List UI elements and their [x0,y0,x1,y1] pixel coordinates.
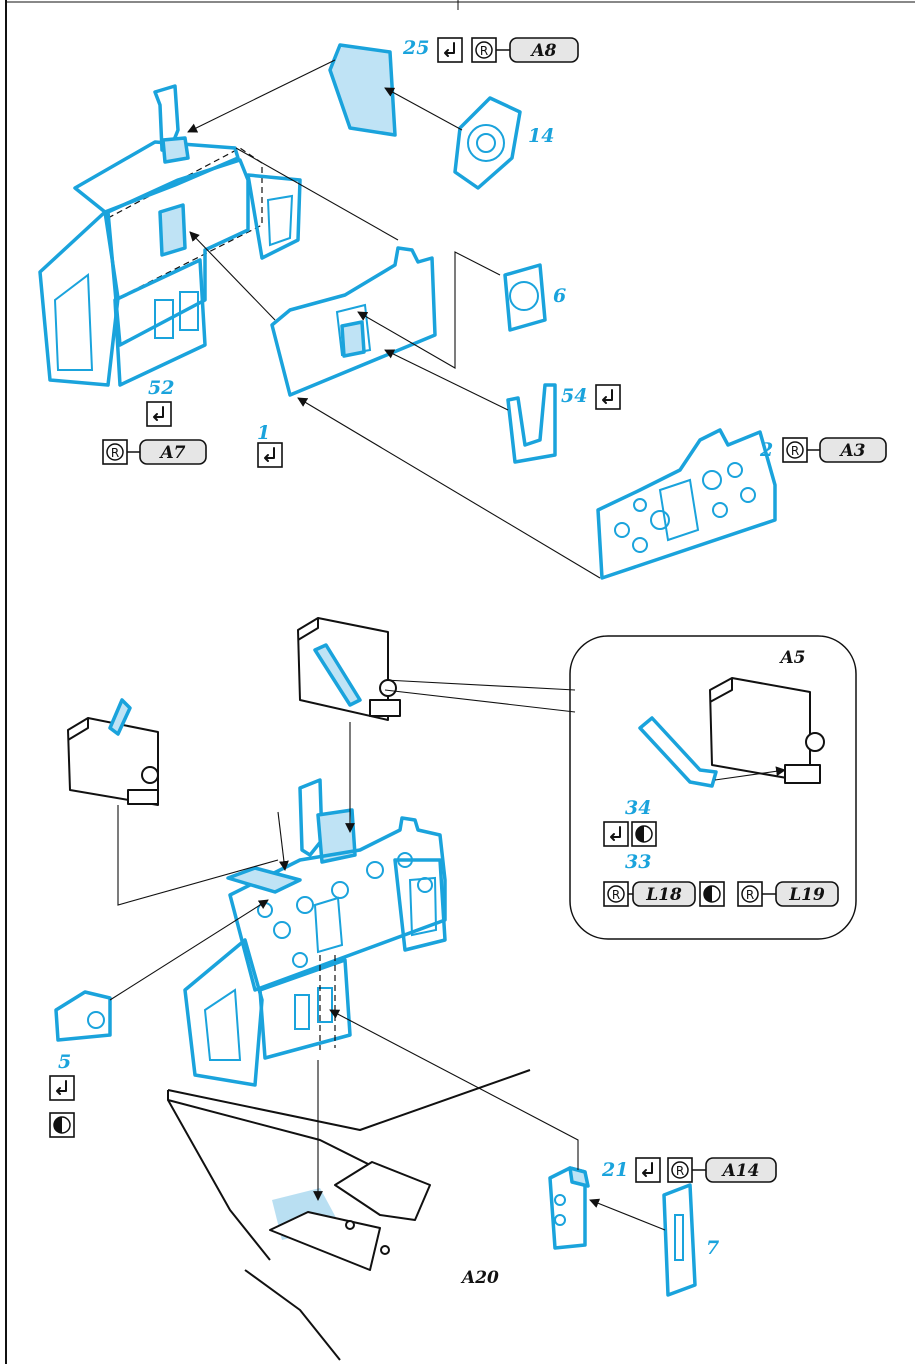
label-14: 14 [528,125,554,147]
top-assembly [38,84,302,387]
part-14-plate [453,96,522,190]
bend-arrow-icon [146,401,172,427]
ref-a14: A14 [721,1161,760,1181]
label-5: 5 [58,1051,71,1073]
part-6-gauge [503,263,547,332]
reverse-circle-icon: R [737,881,763,907]
inset-a5 [569,635,857,940]
label-33: 33 [625,851,651,873]
label-52: 52 [148,377,174,399]
ref-a8: A8 [529,41,556,61]
ref-a7: A7 [158,443,185,463]
reverse-circle-icon: R [102,439,128,465]
ref-a20: A20 [460,1268,499,1288]
part-1-panel [270,246,437,397]
part-2-panel [596,428,777,580]
ref-a3: A3 [838,441,865,461]
part-5-bracket [54,990,112,1042]
part-25-plate [328,43,397,137]
svg-text:R: R [111,446,119,460]
half-circle-icon [49,1112,75,1138]
label-7: 7 [706,1237,719,1259]
reverse-circle-icon: R [471,37,497,63]
half-circle-icon [631,821,657,847]
svg-text:R: R [612,888,620,902]
label-2: 2 [759,439,773,461]
svg-text:R: R [746,888,754,902]
floor-a20 [167,1069,531,1361]
reverse-circle-icon: R [603,881,629,907]
svg-text:R: R [480,44,488,58]
ref-a5: A5 [778,648,805,668]
label-25: 25 [402,37,429,59]
bend-arrow-icon [603,821,629,847]
reverse-circle-icon: R [667,1157,693,1183]
svg-text:R: R [791,444,799,458]
gun-box-upper [297,617,401,721]
bend-arrow-icon [595,384,621,410]
half-circle-icon [699,881,725,907]
part-7-plate [662,1183,697,1297]
bend-arrow-icon [49,1075,75,1101]
gun-box-left [67,698,159,806]
bend-arrow-icon [635,1157,661,1183]
part-54-bracket [506,383,557,464]
label-1: 1 [257,422,270,444]
bend-arrow-icon [257,442,283,468]
ref-l18: L18 [645,885,682,905]
label-21: 21 [601,1159,628,1181]
svg-text:R: R [676,1164,684,1178]
label-6: 6 [553,285,566,307]
label-54: 54 [561,385,587,407]
part-21-plate [548,1166,590,1250]
cockpit-lower [183,778,447,1087]
ref-l19: L19 [788,885,825,905]
bend-arrow-icon [437,37,463,63]
label-34: 34 [625,797,651,819]
reverse-circle-icon: R [782,437,808,463]
